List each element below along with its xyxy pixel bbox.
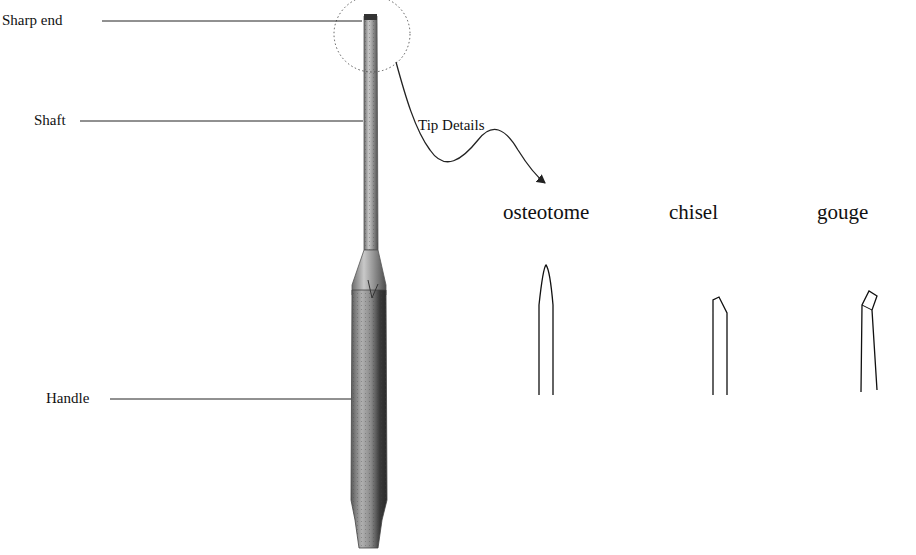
osteotome-tip bbox=[539, 265, 553, 395]
tip-name: osteotome bbox=[503, 202, 589, 223]
leader-line bbox=[80, 121, 363, 122]
leader-line bbox=[110, 399, 351, 400]
chisel-tip bbox=[713, 297, 727, 395]
part-label: Sharp end bbox=[2, 13, 62, 28]
tip-name: chisel bbox=[669, 202, 718, 223]
handle-collar bbox=[368, 280, 378, 298]
part-label: Shaft bbox=[34, 113, 66, 128]
part-label: Handle bbox=[46, 391, 89, 406]
gouge-tip bbox=[861, 291, 877, 392]
leader-line bbox=[102, 21, 362, 22]
gouge-edge bbox=[862, 305, 872, 310]
detail-arrow bbox=[396, 62, 545, 183]
shaft bbox=[364, 16, 378, 250]
detail-circle bbox=[334, 0, 410, 72]
tip-name: gouge bbox=[817, 202, 868, 223]
sharp-end bbox=[364, 14, 377, 20]
shaft-texture bbox=[364, 16, 377, 250]
shaft-taper bbox=[352, 250, 386, 295]
handle bbox=[351, 290, 387, 548]
detail-label: Tip Details bbox=[418, 118, 485, 133]
handle-texture bbox=[351, 290, 387, 548]
